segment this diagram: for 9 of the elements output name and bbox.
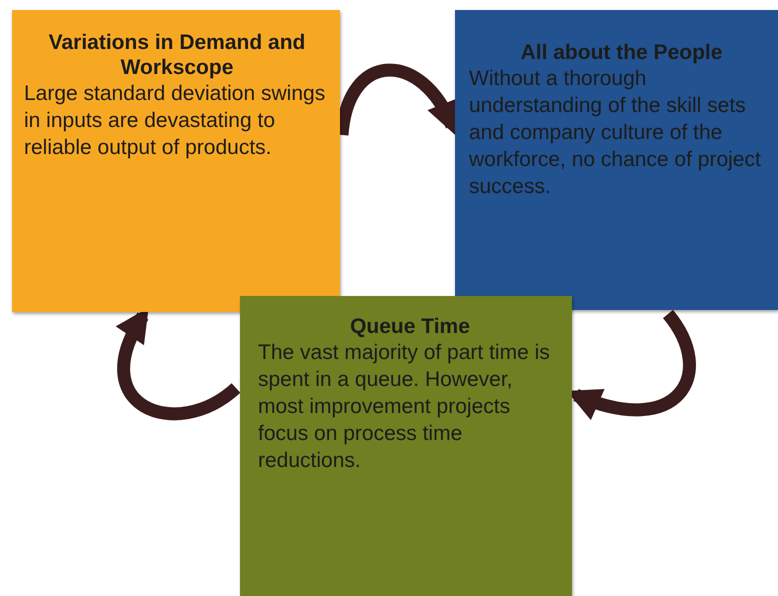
text-card: [12, 10, 340, 312]
card-text: Large standard deviation swings in inputs are devastating to reliable output of products.: [24, 81, 326, 161]
card-text: Without a thorough understanding of the skill sets and company culture of the workforce, no chance of project success.: [469, 66, 762, 200]
card-text: The vast majority of part time is spent in a queue. However, most improvement projects focus on process time reductions.: [258, 340, 551, 474]
card-heading: Variations in Demand and Workscope: [48, 30, 306, 80]
text-card: [240, 296, 572, 596]
card-heading: Queue Time: [349, 314, 471, 339]
card-heading: All about the People: [520, 40, 724, 65]
text-card: [455, 10, 778, 310]
